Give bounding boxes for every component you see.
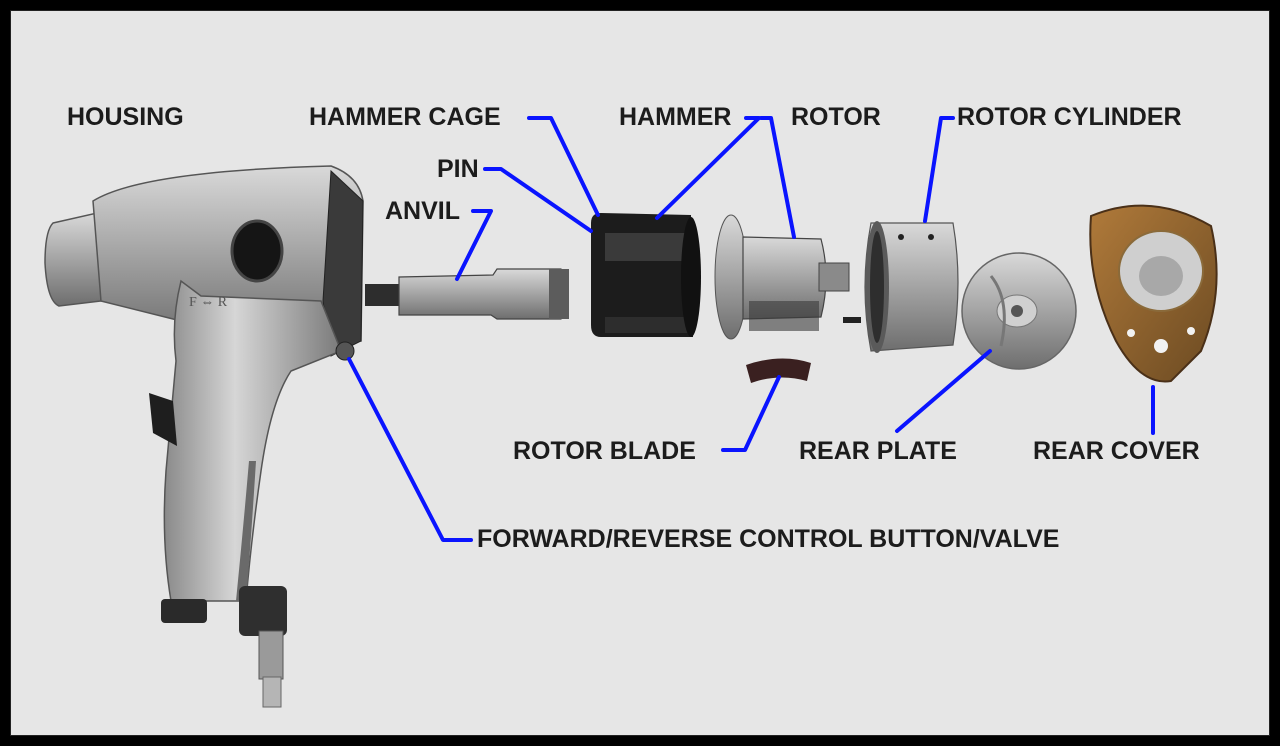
leader-rotor-blade [721, 375, 781, 452]
leader-anvil [455, 209, 493, 281]
anvil-part [365, 268, 569, 320]
leader-rear-plate [895, 349, 992, 433]
leader-hammer [655, 116, 761, 220]
leader-hammer-cage [527, 116, 600, 217]
label-housing: HOUSING [67, 103, 184, 131]
label-rotor-cylinder: ROTOR CYLINDER [957, 103, 1182, 131]
leader-forward-reverse [347, 357, 473, 542]
label-hammer: HAMMER [619, 103, 732, 131]
label-rear-plate: REAR PLATE [799, 437, 957, 465]
leader-lines [347, 116, 1155, 542]
leader-rotor-cylinder [923, 116, 955, 223]
label-anvil: ANVIL [385, 197, 460, 225]
label-rotor: ROTOR [791, 103, 881, 131]
diagram-frame: F ⇔ R [10, 10, 1270, 736]
leader-rotor [759, 116, 796, 239]
svg-text:F ⇔ R: F ⇔ R [189, 295, 228, 310]
label-pin: PIN [437, 155, 479, 183]
label-rotor-blade: ROTOR BLADE [513, 437, 696, 465]
housing-part: F ⇔ R [44, 165, 364, 708]
rotor-cylinder-part [864, 221, 959, 353]
hammer-cage-part [591, 213, 701, 337]
label-hammer-cage: HAMMER CAGE [309, 103, 501, 131]
label-forward-reverse: FORWARD/REVERSE CONTROL BUTTON/VALVE [477, 525, 1060, 553]
leader-pin [483, 167, 593, 233]
rotor-part [714, 214, 861, 340]
rotor-blade-part [746, 358, 811, 383]
rear-plate-part [961, 252, 1077, 370]
rear-cover-part [1089, 204, 1218, 383]
exploded-view-illustration: F ⇔ R [44, 116, 1218, 708]
label-rear-cover: REAR COVER [1033, 437, 1200, 465]
